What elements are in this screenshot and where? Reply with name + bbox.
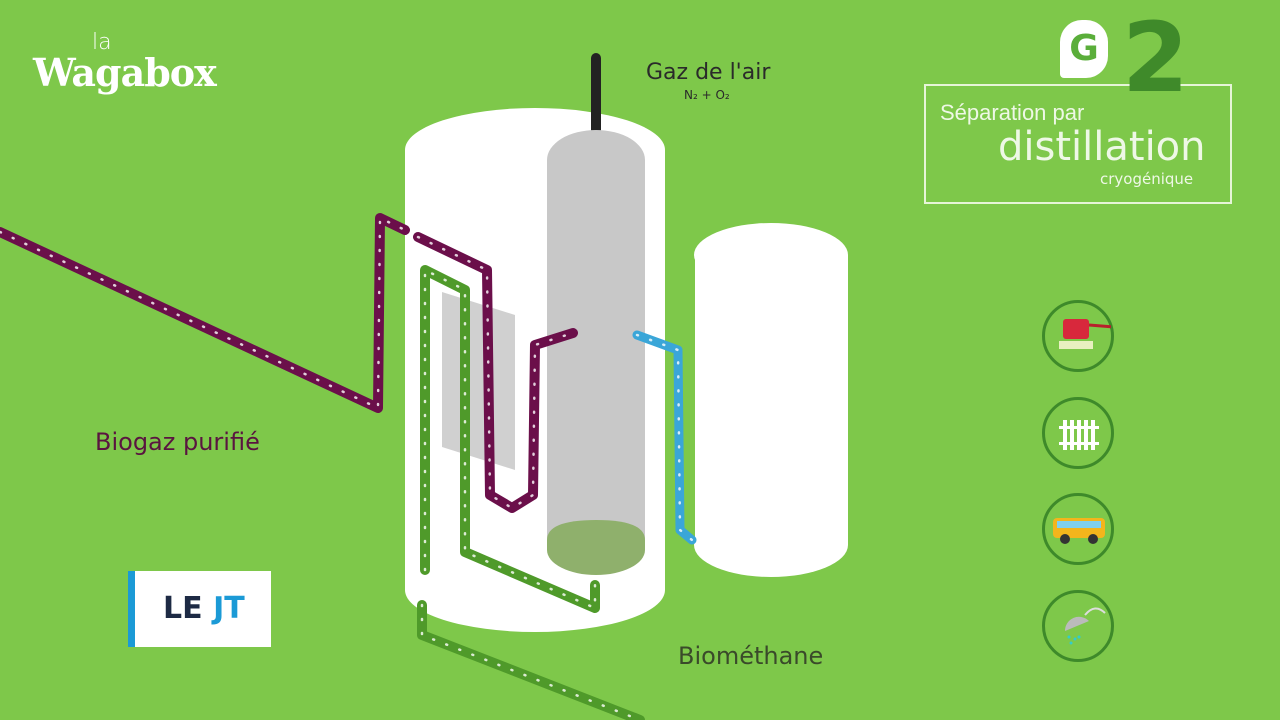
air-formula: N₂ + O₂ <box>684 88 730 102</box>
small-tank <box>694 223 848 577</box>
logo: Wagabox <box>33 50 217 95</box>
title-line2: distillation <box>998 124 1206 170</box>
shower-icon <box>1042 590 1114 662</box>
cold-pipe <box>632 330 697 545</box>
heat-exchanger <box>442 292 515 470</box>
radiator-icon <box>1042 397 1114 469</box>
badge-part1: LE <box>163 591 203 626</box>
channel-logo: G <box>1060 20 1108 78</box>
biogas-label: Biogaz purifié <box>95 428 260 456</box>
air-label: Gaz de l'air <box>646 60 771 85</box>
step-number: 2 <box>1122 2 1189 114</box>
distillation-column <box>547 130 645 575</box>
title-box <box>924 84 1232 204</box>
bus-icon <box>1042 493 1114 565</box>
le-jt-badge: LE JT <box>128 571 271 647</box>
title-line3: cryogénique <box>1100 170 1194 188</box>
cooking-pot-icon <box>1042 300 1114 372</box>
purified-biogas-pipe <box>0 213 578 513</box>
biomethane-label: Biométhane <box>678 642 824 670</box>
badge-part2: JT <box>213 591 245 626</box>
logo-small: la <box>92 30 112 55</box>
title-line1: Séparation par <box>940 100 1085 125</box>
